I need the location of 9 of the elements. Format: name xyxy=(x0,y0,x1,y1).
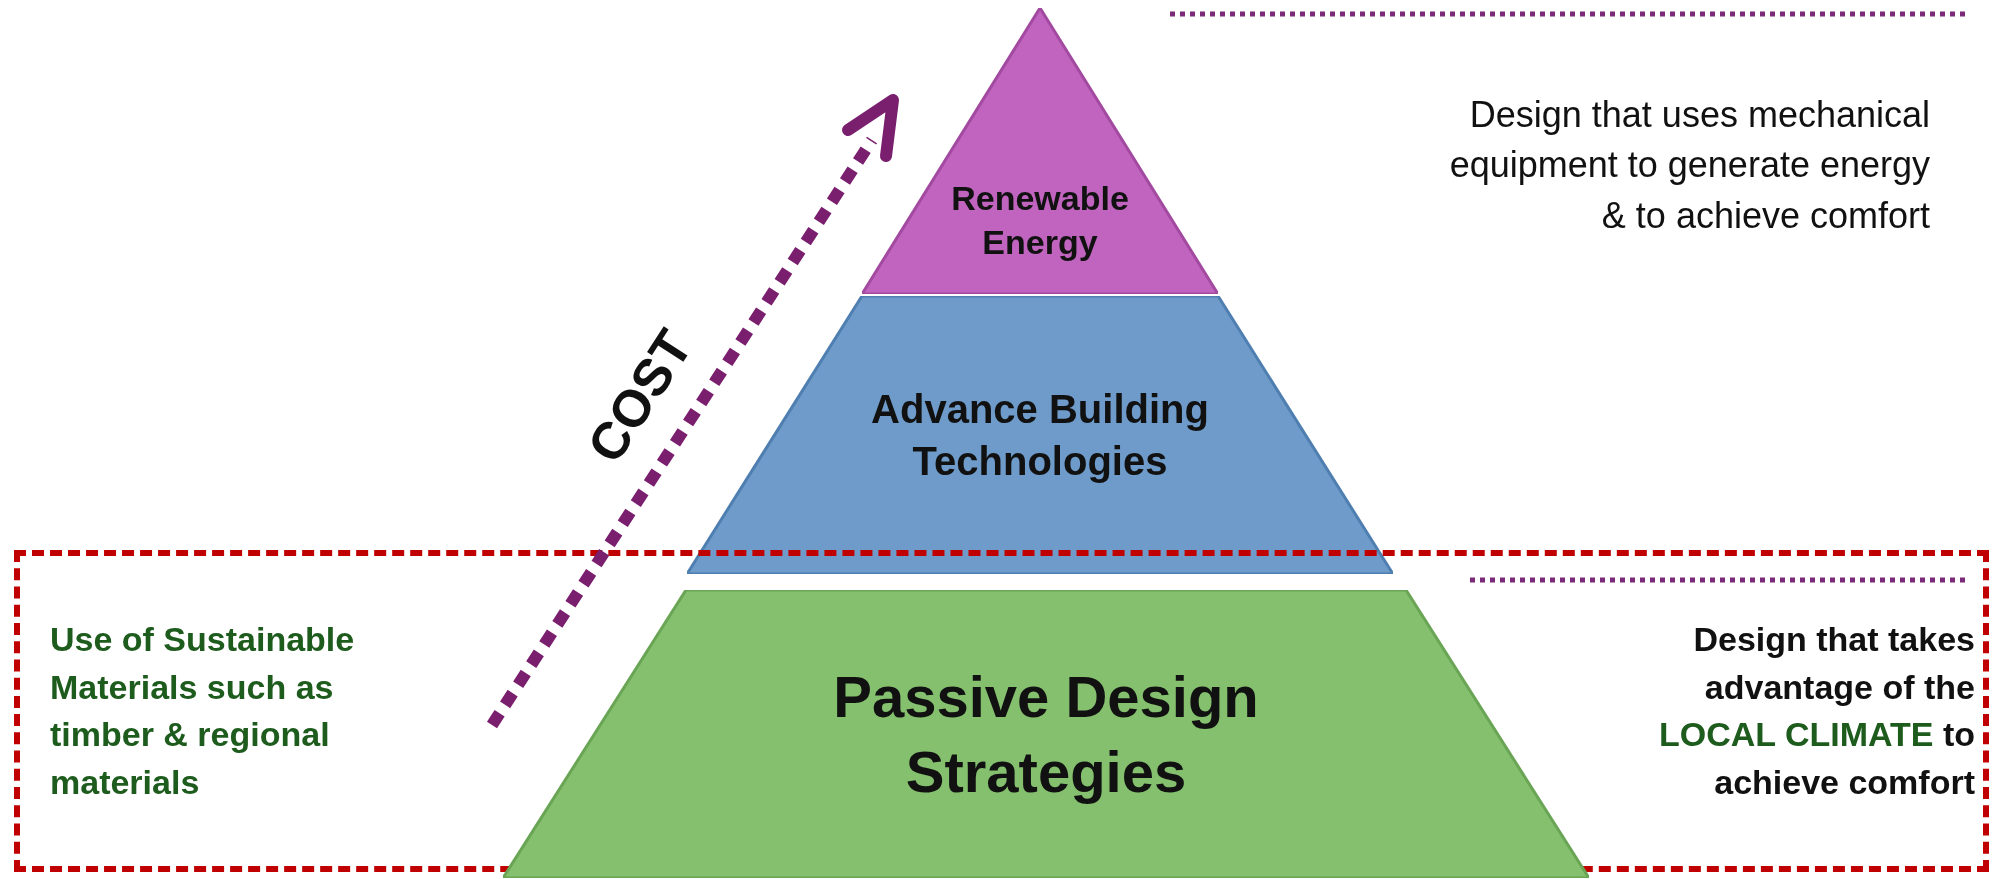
tier-label: Renewable Energy xyxy=(950,177,1130,263)
pyramid-tier xyxy=(687,296,1393,574)
tier-label: Passive Design Strategies xyxy=(832,662,1260,806)
side-note: Design that takes advantage of the LOCAL CLIMATE to achieve comfort xyxy=(1657,619,1975,803)
description-text: Design that uses mechanical equipment to generate energy & to achieve comfort xyxy=(1448,93,1930,238)
side-note: Use of Sustainable Materials such as timber & regional materials xyxy=(50,619,356,803)
tier-label: Advance Building Technologies xyxy=(870,386,1210,485)
pyramid-base-tier xyxy=(503,590,1589,878)
pyramid-tier xyxy=(862,8,1218,294)
